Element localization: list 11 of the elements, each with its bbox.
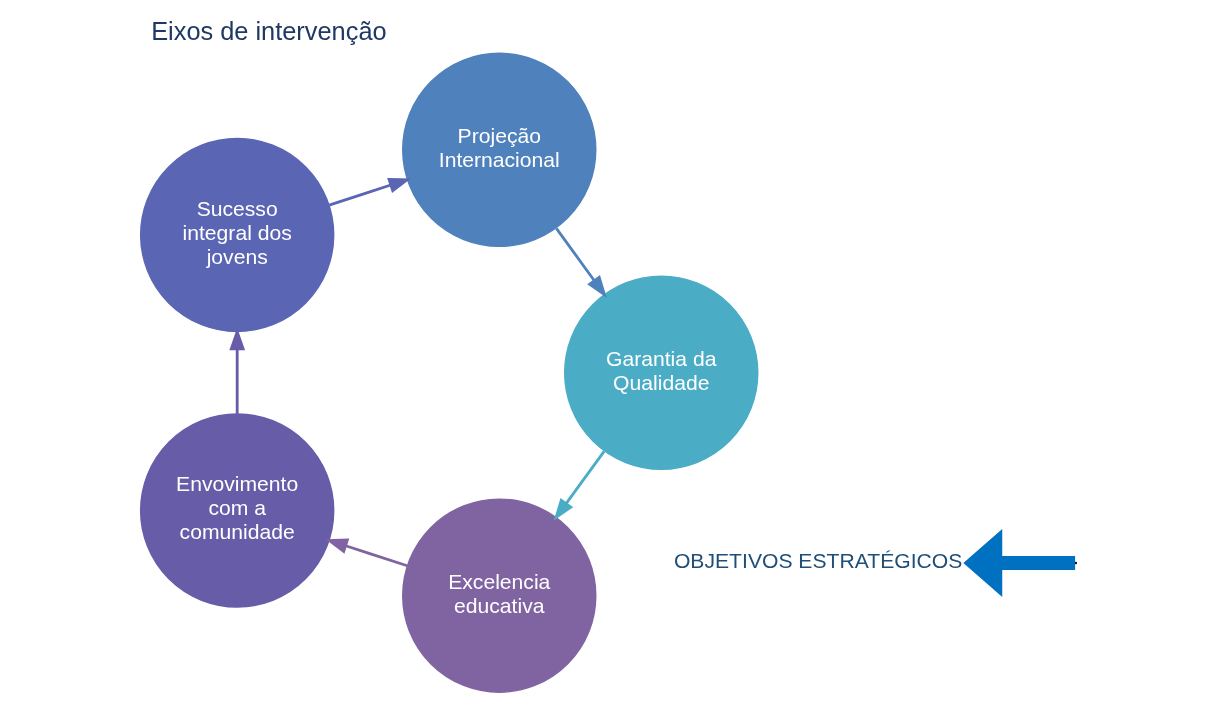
arrow [328,177,412,207]
node-circle: Envovimento com a comunidade [139,413,335,608]
node-text: OBJETIVOS ESTRATÉGICOS [673,548,963,572]
arrow [553,450,606,521]
arrow [963,528,1076,598]
arrow [555,227,607,298]
arrow [325,538,408,568]
node-circle: Sucesso integral dos jovens [139,137,335,333]
diagram-title: Eixos de intervenção [151,16,387,45]
node-circle: Projeção Internacional [402,52,597,248]
arrow [229,327,246,414]
